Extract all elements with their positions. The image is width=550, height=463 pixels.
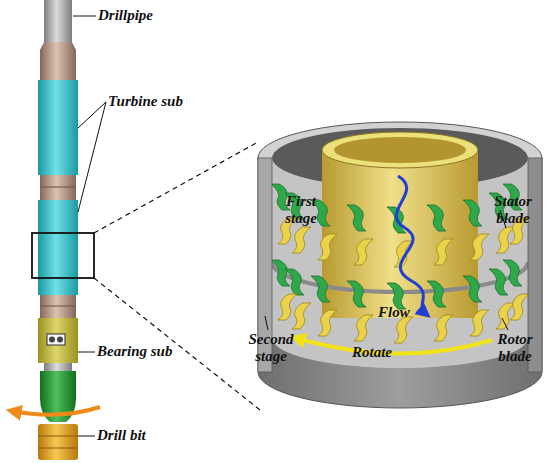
stator-blade [503,260,522,286]
tool-joint [40,42,76,80]
part-label: Rotor blade [484,331,546,365]
bearing-section [38,318,78,363]
bearing-ball [49,337,55,343]
rotate-arrow [296,338,492,354]
stator-blade [347,281,366,307]
leader-line [78,436,95,437]
hub [322,150,478,318]
rotor-blade [278,294,297,320]
stator-blade [347,205,366,231]
leader-line [265,316,268,330]
bit-ring [38,436,78,437]
rotor-blade [496,227,515,253]
hub-bore [334,137,466,163]
part-label: Drill bit [97,427,217,444]
part-label: First stage [272,193,330,227]
stator-blade [271,260,290,286]
rotor-blade [292,303,311,329]
part-label: Flow [378,304,438,321]
rotor-blade [510,294,529,320]
zoom-line [94,278,260,410]
rotor-blade [496,303,515,329]
leader-line [78,102,106,128]
leader-line [502,318,508,330]
leader-line [78,352,95,353]
rotor-blade [354,239,373,265]
neck [44,363,72,371]
part-label: Turbine sub [108,93,228,110]
leader-line [73,16,96,17]
leader-line [78,102,106,212]
flow-arrow [396,176,426,314]
stator-blade [285,269,304,295]
connection-groove [40,187,76,188]
drill-bit [38,424,78,460]
zoom-line [94,142,258,233]
bearing-ball [57,337,63,343]
part-label: Stator blade [482,193,544,227]
stator-blade [463,200,482,226]
stator-blade [427,205,446,231]
rotor-blade [434,239,453,265]
drillpipe [44,0,72,42]
bearing-window [47,334,65,345]
rotor-blade [470,310,489,336]
rotor-blade [292,227,311,253]
stator-blade [427,281,446,307]
rotor-blade [318,234,337,260]
part-label: Bearing sub [97,343,217,360]
rotation-arrow [12,407,100,415]
stator-blade [489,269,508,295]
rotor-blade [434,315,453,341]
part-label: Rotate [352,344,422,361]
rotor-blade [354,315,373,341]
rotor-blade [394,317,413,343]
zoom-box [32,233,94,278]
stator-blade [463,276,482,302]
connection-sub [40,295,76,318]
connection-sub [40,175,76,200]
hub-top [322,132,478,168]
stator-blade [311,276,330,302]
part-label: Drillpipe [98,7,218,24]
rotor-blade [318,310,337,336]
connection-groove [40,306,76,307]
turbine-section [38,80,78,175]
rotor-blade [470,234,489,260]
bit-ring [38,448,78,449]
part-label: Second stage [238,331,304,365]
turbine-section [38,200,78,295]
